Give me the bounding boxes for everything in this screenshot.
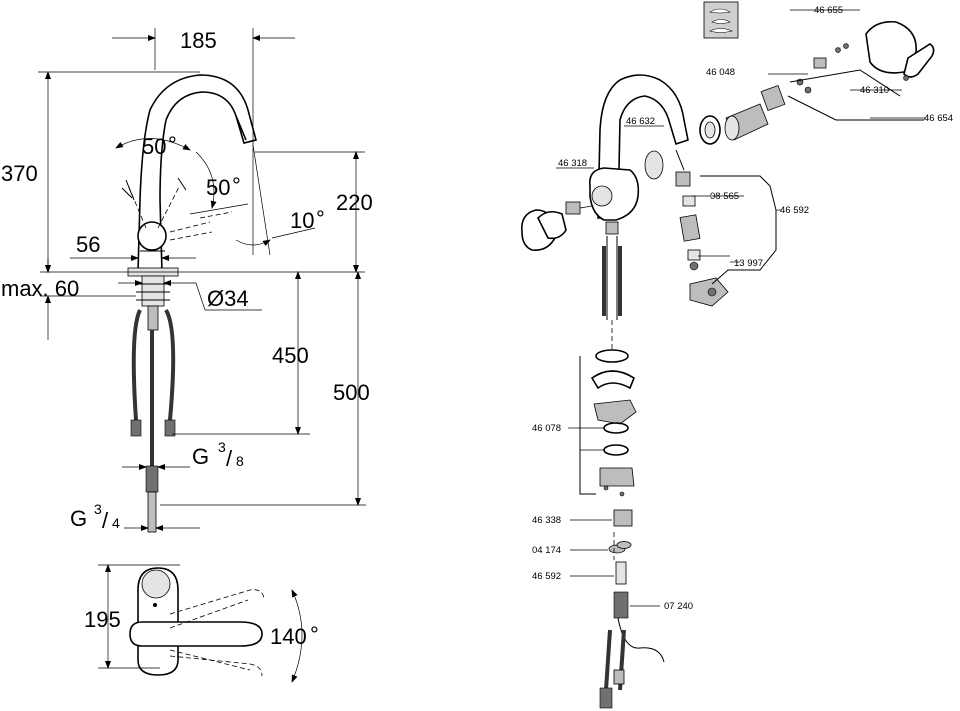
part-leader-lines [556, 9, 926, 607]
plan-view: 195 140 ° [84, 564, 319, 683]
part-13997: 13 997 [734, 258, 763, 269]
part-46048: 46 048 [706, 67, 735, 78]
dim-lever-angle-right: 50 ° [206, 173, 241, 200]
dim-hole-diameter: Ø34 [207, 286, 249, 311]
dim-base-56: 56 [76, 232, 100, 257]
dim-hose-500: 500 [333, 380, 370, 405]
svg-text:140: 140 [270, 624, 307, 649]
svg-text:4: 4 [112, 515, 120, 531]
svg-text:10: 10 [290, 208, 314, 233]
svg-text:G: G [70, 506, 87, 531]
part-46338: 46 338 [532, 515, 561, 526]
cleaning-symbol-icon [703, 1, 739, 39]
dim-swivel-angle: 140 ° [270, 622, 319, 649]
dim-plan-depth: 195 [84, 607, 121, 632]
svg-text:°: ° [316, 206, 325, 231]
svg-text:8: 8 [236, 453, 244, 469]
dim-lever-angle-left: 50 ° [142, 132, 177, 159]
dim-total-height: 370 [1, 161, 38, 186]
dimension-lines [38, 28, 366, 531]
side-elevation-view: 185 370 50 ° 50 ° 10 ° 220 56 max. 60 Ø3… [1, 28, 373, 533]
dim-spout-reach: 185 [180, 28, 217, 53]
part-04174: 04 174 [532, 545, 561, 556]
part-46592-valve: 46 592 [532, 571, 561, 582]
part-46078: 46 078 [532, 423, 561, 434]
shank-and-hoses [130, 275, 176, 533]
dim-spout-height: 220 [336, 190, 373, 215]
part-08565: 08 565 [710, 191, 739, 202]
connector-parts [599, 509, 665, 709]
svg-text:/: / [226, 446, 233, 471]
part-07240: 07 240 [664, 601, 693, 612]
part-46655: 46 655 [814, 5, 843, 16]
exploded-parts-view: 46 655 46 048 46 310 46 654 46 632 46 31… [520, 1, 953, 709]
part-46654: 46 654 [924, 113, 953, 124]
svg-text:3: 3 [94, 501, 102, 517]
spray-assembly [675, 149, 777, 307]
svg-text:G: G [192, 444, 209, 469]
faucet-body-exploded [588, 74, 689, 350]
cartridge-assembly [644, 20, 935, 180]
svg-text:50: 50 [142, 134, 166, 159]
dim-hose-450: 450 [272, 343, 309, 368]
dim-thread-g34: G 3 / 4 [70, 501, 120, 533]
mounting-kit [579, 349, 637, 497]
lever-handle-part [520, 201, 593, 252]
svg-text:3: 3 [218, 439, 226, 455]
part-46318: 46 318 [558, 158, 587, 169]
svg-text:°: ° [232, 173, 241, 198]
svg-text:°: ° [168, 132, 177, 157]
svg-text:50: 50 [206, 175, 230, 200]
svg-text:/: / [102, 508, 109, 533]
part-46310: 46 310 [860, 85, 889, 96]
dim-deck-thickness: max. 60 [1, 276, 79, 301]
dim-thread-g38: G 3 / 8 [192, 439, 244, 471]
plan-dimension-lines [98, 564, 303, 683]
part-46632: 46 632 [626, 116, 655, 127]
part-46592-spray: 46 592 [780, 205, 809, 216]
svg-text:°: ° [310, 622, 319, 647]
dim-spray-angle: 10 ° [290, 206, 325, 233]
